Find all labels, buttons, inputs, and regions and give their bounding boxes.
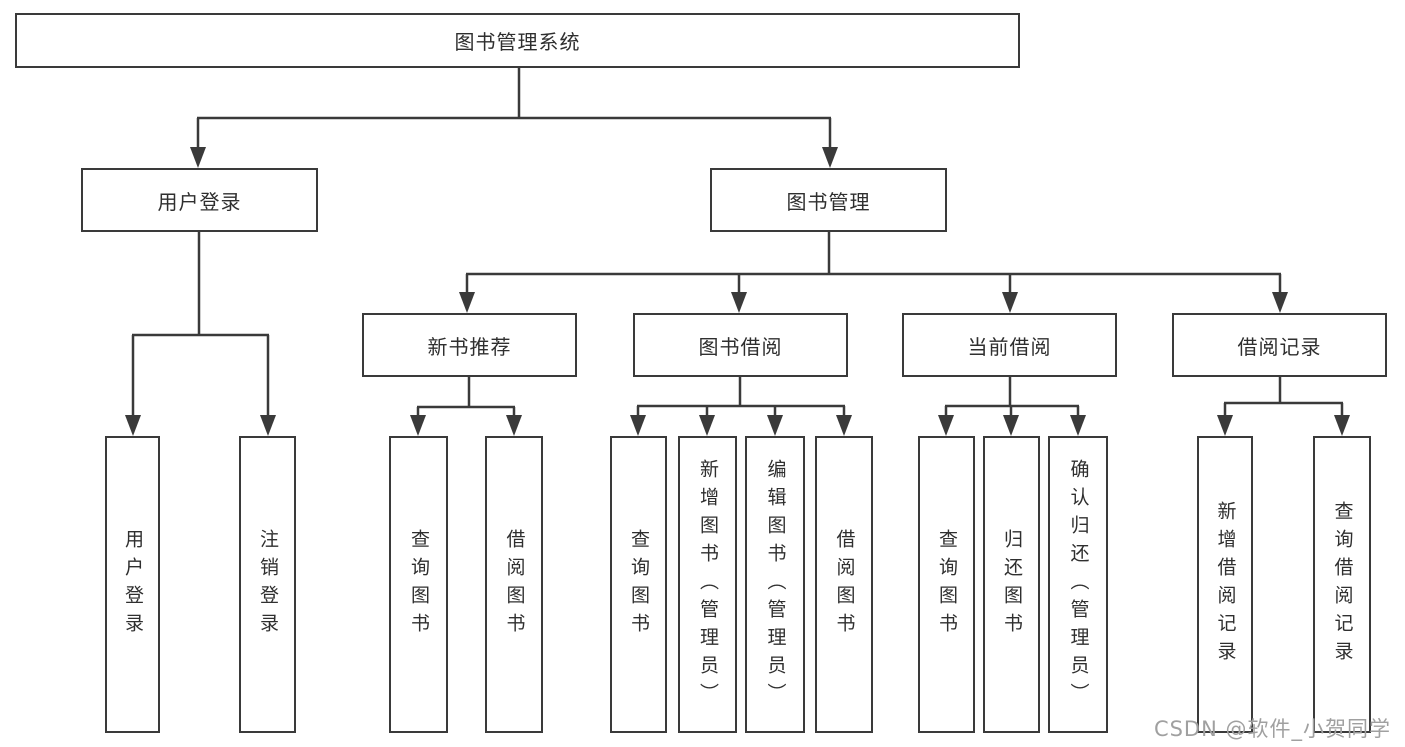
leaf-query-books-borrow-label: 查询图书: [628, 528, 650, 641]
leaf-query-books-recommend-label: 查询图书: [408, 528, 430, 641]
leaf-borrow-books-recommend-label: 借阅图书: [503, 528, 526, 641]
leaf-borrow-books-label: 借阅图书: [833, 528, 856, 641]
node-borrow-records-label: 借阅记录: [1237, 334, 1322, 359]
leaf-borrow-books: 借阅图书: [815, 436, 873, 733]
leaf-confirm-return-admin-label: 确认归还（管理员）: [1067, 458, 1090, 711]
leaf-edit-books-admin: 编辑图书（管理员）: [745, 436, 805, 733]
leaf-add-borrow-record: 新增借阅记录: [1197, 436, 1253, 733]
node-user-login: 用户登录: [81, 168, 318, 232]
csdn-watermark: CSDN @软件_小贺同学: [1153, 717, 1391, 741]
leaf-return-books: 归还图书: [983, 436, 1040, 733]
node-new-book-recommend: 新书推荐: [362, 313, 577, 377]
node-current-borrow-label: 当前借阅: [967, 334, 1052, 359]
node-library-management-system: 图书管理系统: [15, 13, 1020, 68]
arrowhead-icons: [125, 147, 1350, 436]
node-book-management: 图书管理: [710, 168, 947, 232]
node-current-borrow: 当前借阅: [902, 313, 1117, 377]
node-book-borrow-label: 图书借阅: [698, 334, 783, 359]
leaf-user-login: 用户登录: [105, 436, 160, 733]
leaf-query-borrow-record-label: 查询借阅记录: [1331, 500, 1354, 669]
leaf-confirm-return-admin: 确认归还（管理员）: [1048, 436, 1108, 733]
leaf-add-borrow-record-label: 新增借阅记录: [1214, 500, 1237, 669]
leaf-edit-books-admin-label: 编辑图书（管理员）: [764, 458, 787, 711]
leaf-query-borrow-record: 查询借阅记录: [1313, 436, 1371, 733]
leaf-borrow-books-recommend: 借阅图书: [485, 436, 543, 733]
node-user-login-label: 用户登录: [157, 189, 242, 214]
leaf-query-books-current-label: 查询图书: [936, 528, 958, 641]
node-book-management-label: 图书管理: [786, 189, 871, 214]
leaf-user-login-label: 用户登录: [122, 528, 144, 641]
leaf-logout-label: 注销登录: [257, 528, 279, 641]
leaf-return-books-label: 归还图书: [1001, 528, 1023, 641]
leaf-query-books-current: 查询图书: [918, 436, 975, 733]
node-book-borrow: 图书借阅: [633, 313, 848, 377]
leaf-add-books-admin-label: 新增图书（管理员）: [697, 458, 719, 711]
node-library-management-system-label: 图书管理系统: [454, 30, 581, 54]
node-borrow-records: 借阅记录: [1172, 313, 1387, 377]
leaf-logout: 注销登录: [239, 436, 296, 733]
leaf-add-books-admin: 新增图书（管理员）: [678, 436, 737, 733]
leaf-query-books-borrow: 查询图书: [610, 436, 667, 733]
node-new-book-recommend-label: 新书推荐: [427, 334, 512, 359]
leaf-query-books-recommend: 查询图书: [389, 436, 448, 733]
